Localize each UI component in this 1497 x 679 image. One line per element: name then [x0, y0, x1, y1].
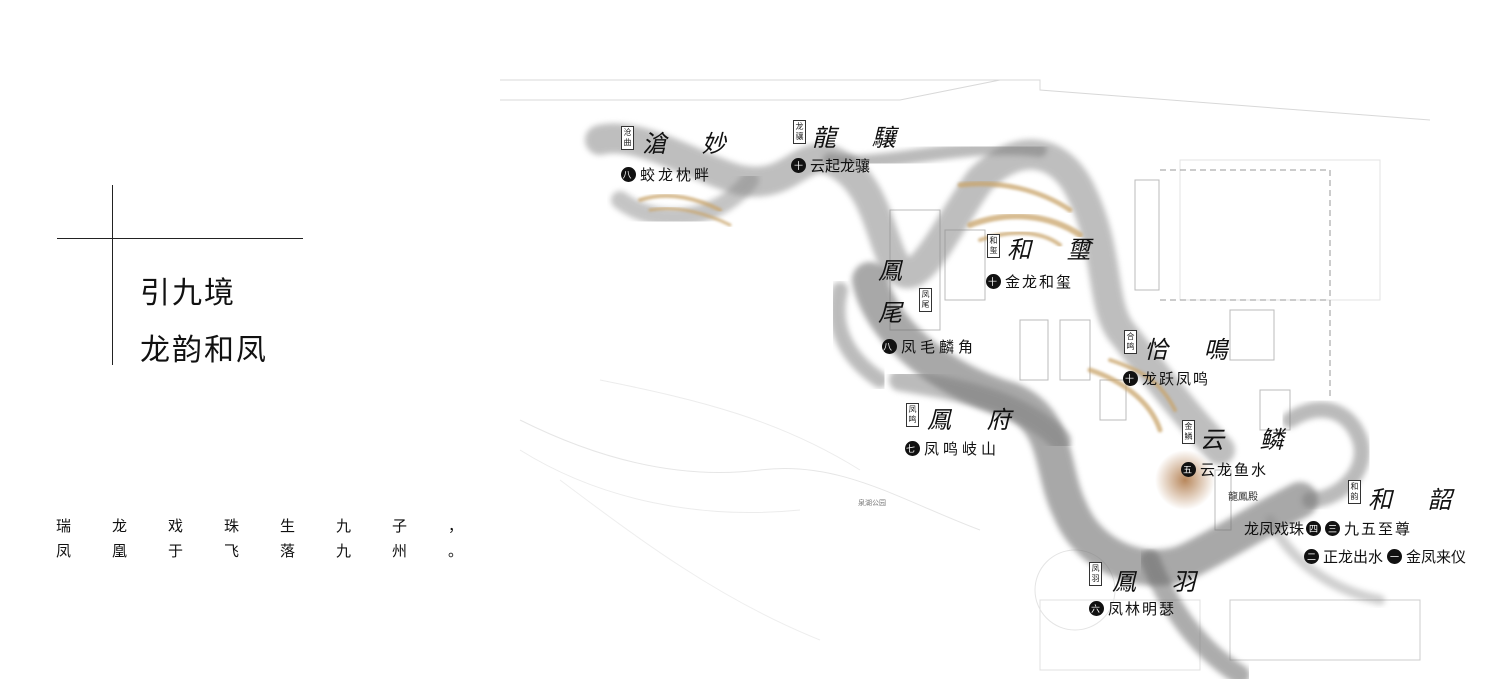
spot-label: 金凤来仪	[1406, 548, 1467, 566]
spot-label: 金龙和玺	[1005, 273, 1074, 291]
poem-char: 于	[168, 542, 184, 560]
hall-label: 龍鳳殿	[1228, 492, 1258, 503]
poem-char: 子	[392, 517, 408, 535]
title-cross-vertical	[112, 185, 113, 365]
spot-label: 九五至尊	[1344, 520, 1413, 538]
spot-label: 凤毛麟角	[901, 338, 978, 356]
dragon-pearl	[1155, 450, 1215, 510]
poem-char: 飞	[224, 542, 240, 560]
spot-fenglin[interactable]: 六 凤林明瑟	[1089, 598, 1176, 619]
poem-char: 凤	[56, 542, 72, 560]
spot-jinlong[interactable]: 十 金龙和玺	[986, 271, 1073, 292]
poem-char: 。	[448, 542, 464, 560]
spot-tag: 合鸣	[1124, 330, 1137, 354]
phoenix-body	[829, 262, 1385, 679]
gold-feathers	[638, 181, 1177, 433]
poem-char: 戏	[168, 517, 184, 535]
poem-line-2: 凤 凰 于 飞 落 九 州 。	[56, 540, 504, 561]
spot-tag: 沧曲	[621, 126, 634, 150]
poem-char: 龙	[112, 517, 128, 535]
spot-longfeng[interactable]: 龙凤戏珠 四 三 九五至尊	[1244, 518, 1412, 539]
poem-char: 珠	[224, 517, 240, 535]
spot-calligraphy: 鳳 羽	[1112, 568, 1210, 596]
spot-tag: 凤羽	[1089, 562, 1102, 586]
dragon-body	[585, 123, 1235, 465]
spot-jiaolong[interactable]: 八 蛟龙枕畔	[621, 164, 712, 185]
spot-label: 云起龙骧	[810, 157, 871, 175]
spot-label: 云龙鱼水	[1200, 461, 1269, 479]
spot-longyue[interactable]: 十 龙跃凤鸣	[1123, 368, 1210, 389]
base-plan	[500, 79, 1431, 671]
poem-char: 瑞	[56, 517, 72, 535]
title-cross-horizontal	[57, 238, 303, 239]
spot-label: 龙凤戏珠	[1244, 520, 1305, 538]
spot-number-badge: 五	[1181, 462, 1196, 477]
spot-number-badge: 四	[1306, 521, 1322, 536]
spot-number-badge: 十	[791, 158, 806, 173]
spot-tag: 龙骧	[793, 120, 806, 144]
spot-number-badge: 一	[1387, 549, 1403, 564]
spot-yunlong[interactable]: 五 云龙鱼水	[1181, 459, 1268, 480]
spot-tag: 金鳞	[1182, 420, 1195, 444]
poem-char: 九	[336, 542, 352, 560]
spot-number-badge: 八	[621, 167, 636, 182]
heading-line-2: 龙韵和凤	[140, 333, 268, 368]
spot-number-badge: 七	[905, 441, 920, 456]
poem-char: 州	[392, 542, 408, 560]
spot-tag: 凤鸣	[906, 403, 919, 427]
spot-tag: 凤尾	[919, 288, 932, 312]
park-label: 泉湖公园	[858, 499, 886, 507]
spot-label: 正龙出水	[1323, 548, 1384, 566]
spot-calligraphy: 和 璽	[1007, 236, 1105, 264]
spot-number-badge: 八	[882, 339, 897, 354]
poem-char: 落	[280, 542, 296, 560]
spot-tag: 和韵	[1348, 480, 1361, 504]
spot-calligraphy: 滄 妙	[642, 130, 740, 158]
spot-label: 凤林明瑟	[1108, 600, 1177, 618]
spot-calligraphy: 龍 驤	[812, 124, 910, 152]
spot-number-badge: 二	[1304, 549, 1319, 564]
spot-calligraphy: 恰 鳴	[1144, 336, 1242, 364]
spot-number-badge: 六	[1089, 601, 1104, 616]
poem-line-1: 瑞 龙 戏 珠 生 九 子 ，	[56, 515, 504, 536]
spot-zhenglong-jinfeng[interactable]: 二 正龙出水 一 金凤来仪	[1304, 546, 1466, 567]
poem-char: ，	[448, 517, 464, 535]
poem-char: 生	[280, 517, 296, 535]
spot-number-badge: 十	[986, 274, 1001, 289]
poem-char: 凰	[112, 542, 128, 560]
spot-label: 凤鸣岐山	[924, 440, 1001, 458]
spot-label: 蛟龙枕畔	[640, 166, 713, 184]
spot-calligraphy: 鳳 尾	[878, 257, 902, 327]
spot-number-badge: 十	[1123, 371, 1138, 386]
spot-fengmao[interactable]: 八 凤毛麟角	[882, 336, 977, 357]
spot-tag: 和玺	[987, 234, 1000, 258]
poem-char: 九	[336, 517, 352, 535]
spot-calligraphy: 和 韶	[1368, 486, 1466, 514]
spot-calligraphy: 云 鳞	[1200, 426, 1298, 454]
spot-yunqi[interactable]: 十 云起龙骧	[791, 155, 870, 176]
spot-number-badge: 三	[1325, 521, 1341, 536]
spot-fengming[interactable]: 七 凤鸣岐山	[905, 438, 1000, 459]
spot-label: 龙跃凤鸣	[1142, 370, 1211, 388]
spot-calligraphy: 鳳 府	[927, 406, 1025, 434]
heading-line-1: 引九境	[140, 276, 236, 311]
